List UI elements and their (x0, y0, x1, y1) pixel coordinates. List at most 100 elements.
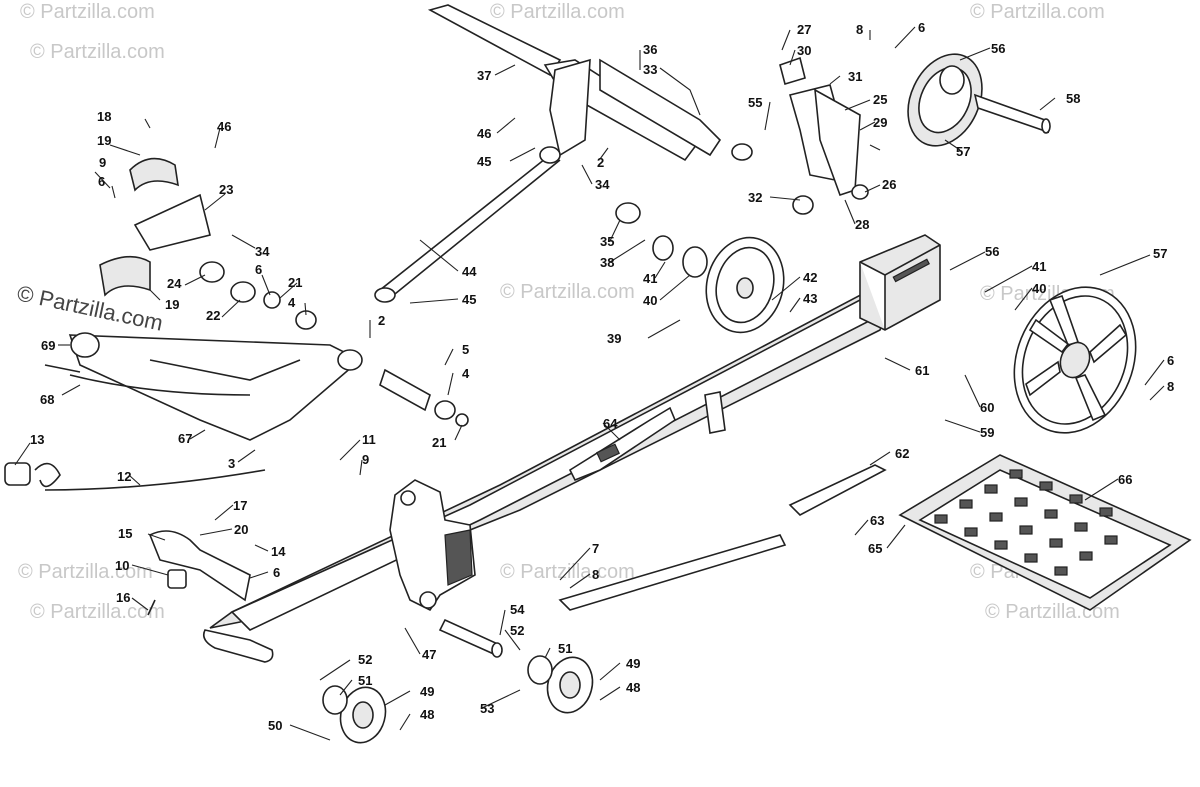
callout-label: 19 (165, 297, 179, 312)
callout-label: 6 (918, 20, 925, 35)
callout-label: 17 (233, 498, 247, 513)
callout-label: 13 (30, 432, 44, 447)
callout-label: 43 (803, 291, 817, 306)
callout-label: 30 (797, 43, 811, 58)
watermark-faint: © Partzilla.com (985, 601, 1120, 623)
front-arm-pivot (389, 479, 476, 612)
callout-label: 5 (462, 342, 469, 357)
watermark-faint: © Partzilla.com (20, 1, 155, 23)
callout-label: 25 (873, 92, 887, 107)
callout-label: 62 (895, 446, 909, 461)
callout-label: 20 (234, 522, 248, 537)
callout-label: 2 (378, 313, 385, 328)
callout-label: 54 (510, 602, 525, 617)
callout-label: 21 (432, 435, 446, 450)
callout-label: 37 (477, 68, 491, 83)
callout-label: 45 (477, 154, 491, 169)
callout-label: 36 (643, 42, 657, 57)
callout-label: 33 (643, 62, 657, 77)
callout-label: 66 (1118, 472, 1132, 487)
callout-label: 35 (600, 234, 614, 249)
callout-label: 49 (626, 656, 640, 671)
watermark-faint: © Partzilla.com (970, 1, 1105, 23)
callout-label: 21 (288, 275, 302, 290)
callout-label: 46 (477, 126, 491, 141)
callout-label: 53 (480, 701, 494, 716)
rear-link-arms (731, 56, 869, 215)
leader-lines (14, 26, 1165, 741)
watermark-faint: © Partzilla.com (18, 561, 153, 583)
callout-label: 6 (1167, 353, 1174, 368)
callout-label: 40 (643, 293, 657, 308)
callout-label: 41 (643, 271, 657, 286)
callout-label: 49 (420, 684, 434, 699)
callout-label: 11 (362, 432, 376, 447)
callout-labels: 18 19 9 6 46 23 34 24 19 6 22 21 4 69 68… (30, 20, 1174, 733)
callout-label: 40 (1032, 281, 1046, 296)
callout-label: 18 (97, 109, 111, 124)
callout-label: 48 (626, 680, 640, 695)
front-arm-assembly (374, 4, 722, 303)
spring-assembly (4, 462, 266, 491)
callout-label: 31 (848, 69, 862, 84)
front-left-parts (99, 157, 469, 427)
callout-label: 69 (41, 338, 55, 353)
callout-label: 9 (99, 155, 106, 170)
callout-label: 59 (980, 425, 994, 440)
watermark-faint: © Partzilla.com (30, 41, 165, 63)
center-idler-wheel (615, 202, 785, 334)
callout-label: 57 (1153, 246, 1167, 261)
callout-label: 12 (117, 469, 131, 484)
callout-label: 6 (255, 262, 262, 277)
callout-label: 2 (597, 155, 604, 170)
callout-label: 10 (115, 558, 129, 573)
callout-label: 55 (748, 95, 762, 110)
callout-label: 29 (873, 115, 887, 130)
callout-label: 68 (40, 392, 54, 407)
callout-label: 14 (271, 544, 286, 559)
upper-idler-wheel (907, 53, 1051, 147)
callout-label: 32 (748, 190, 762, 205)
callout-label: 61 (915, 363, 929, 378)
callout-label: 16 (116, 590, 130, 605)
callout-label: 4 (288, 295, 296, 310)
callout-label: 44 (462, 264, 477, 279)
callout-label: 47 (422, 647, 436, 662)
callout-label: 34 (595, 177, 610, 192)
callout-label: 19 (97, 133, 111, 148)
callout-label: 8 (856, 22, 863, 37)
callout-label: 65 (868, 541, 882, 556)
callout-label: 48 (420, 707, 434, 722)
callout-label: 28 (855, 217, 869, 232)
watermark-main: © Partzilla.com (15, 280, 165, 335)
callout-label: 50 (268, 718, 282, 733)
callout-label: 34 (255, 244, 270, 259)
callout-label: 15 (118, 526, 132, 541)
rear-idler-wheel (1013, 286, 1137, 434)
callout-label: 27 (797, 22, 811, 37)
callout-label: 56 (985, 244, 999, 259)
callout-label: 52 (358, 652, 372, 667)
front-torque-arm (44, 332, 363, 441)
callout-label: 6 (273, 565, 280, 580)
callout-label: 8 (1167, 379, 1174, 394)
callout-label: 41 (1032, 259, 1046, 274)
callout-label: 51 (358, 673, 372, 688)
rear-axle-housing (859, 234, 941, 331)
watermark-faint: © Partzilla.com (30, 601, 165, 623)
callout-label: 42 (803, 270, 817, 285)
callout-label: 7 (592, 541, 599, 556)
callout-label: 63 (870, 513, 884, 528)
callout-label: 64 (603, 416, 618, 431)
lower-wheels (322, 618, 594, 744)
callout-label: 9 (362, 452, 369, 467)
callout-label: 8 (592, 567, 599, 582)
callout-label: 45 (462, 292, 476, 307)
watermark-faint: © Partzilla.com (500, 281, 635, 303)
callout-label: 6 (98, 174, 105, 189)
callout-label: 24 (167, 276, 182, 291)
callout-label: 46 (217, 119, 231, 134)
callout-label: 67 (178, 431, 192, 446)
